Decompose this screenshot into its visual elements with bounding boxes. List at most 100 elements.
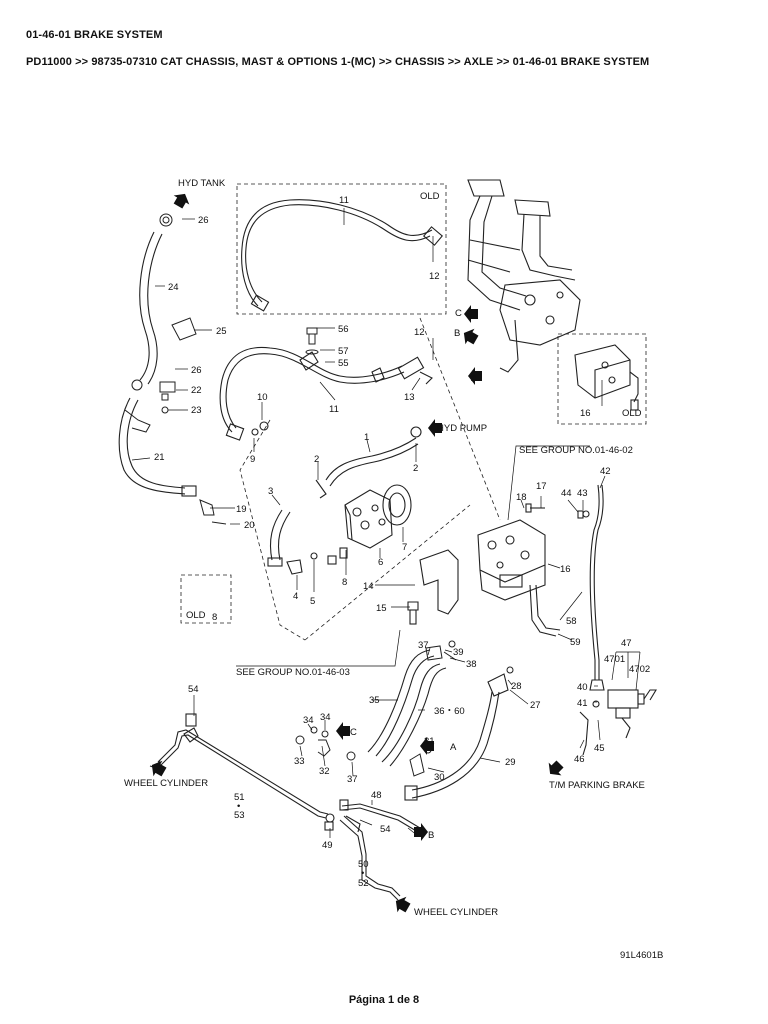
- dashed-group-boxes: [180, 183, 647, 641]
- part-number-p23: 23: [191, 405, 202, 416]
- hose-3: [267, 509, 303, 575]
- part-number-p35: 35: [369, 695, 380, 706]
- part-number-p20: 20: [244, 520, 255, 531]
- bracket-14: [407, 549, 459, 625]
- old-brake-pipe-11: [241, 199, 443, 312]
- part-number-p11a: 11: [339, 195, 349, 206]
- part-number-p8b: 8: [212, 612, 217, 623]
- part-number-p41: 41: [577, 698, 588, 709]
- label-port-b-2: B: [428, 830, 434, 841]
- part-number-p47: 47: [621, 638, 632, 649]
- hose-29: [404, 673, 509, 801]
- svg-text:•: •: [361, 868, 364, 879]
- part-number-p21: 21: [154, 452, 165, 463]
- brake-valve-6-7: [310, 484, 412, 565]
- part-number-p12a: 12: [429, 271, 440, 282]
- part-number-p37a: 37: [418, 640, 429, 651]
- part-number-p26a: 26: [198, 215, 209, 226]
- brake-pedal-assembly: [467, 179, 581, 373]
- flow-arrows: [147, 189, 567, 916]
- part-number-p2a: 2: [314, 454, 319, 465]
- brake-pipe-51-53: [149, 713, 329, 819]
- part-number-p48: 48: [371, 790, 382, 801]
- drawing-code: 91L4601B: [620, 950, 663, 961]
- part-number-p46: 46: [574, 754, 585, 765]
- part-number-p45: 45: [594, 743, 605, 754]
- part-number-p28: 28: [511, 681, 522, 692]
- fittings-center: [295, 640, 514, 777]
- brake-pipe-11: [219, 346, 433, 441]
- label-wheel-cylinder-2: WHEEL CYLINDER: [414, 907, 498, 918]
- fittings-left: [124, 213, 227, 525]
- part-number-p59: 59: [570, 637, 581, 648]
- part-number-p16a: 16: [560, 564, 571, 575]
- part-number-p2b: 2: [413, 463, 418, 474]
- part-number-p15: 15: [376, 603, 387, 614]
- part-number-p38: 38: [466, 659, 477, 670]
- part-number-p13: 13: [404, 392, 415, 403]
- part-number-p55: 55: [338, 358, 349, 369]
- label-port-c-1: C: [455, 308, 462, 319]
- label-old-b: OLD: [622, 408, 642, 419]
- part-number-p12b: 12: [414, 327, 425, 338]
- part-number-p49: 49: [322, 840, 333, 851]
- part-number-p4702: 4702: [629, 664, 650, 675]
- part-number-p56: 56: [338, 324, 349, 335]
- part-number-p3: 3: [268, 486, 273, 497]
- arrow-c-pedal: [464, 305, 478, 323]
- pipe-42: [577, 484, 605, 708]
- parking-brake-switch-47: [579, 689, 657, 756]
- part-number-p53: 53: [234, 810, 245, 821]
- part-number-p51: 51: [234, 792, 245, 803]
- old-valve-block-16: [574, 344, 639, 411]
- part-number-p27: 27: [530, 700, 541, 711]
- part-number-p5: 5: [310, 596, 315, 607]
- label-port-a-1: A: [471, 373, 478, 384]
- leader-lines: [131, 208, 641, 838]
- part-number-p57: 57: [338, 346, 349, 357]
- part-number-p34b: 34: [320, 712, 331, 723]
- part-number-p16b: 16: [580, 408, 591, 419]
- hose-24: [139, 231, 163, 385]
- part-number-p4701: 4701: [604, 654, 625, 665]
- part-number-p34a: 34: [303, 715, 314, 726]
- hose-35: [367, 649, 435, 757]
- part-number-p26b: 26: [191, 365, 202, 376]
- part-number-p58: 58: [566, 616, 577, 627]
- part-number-p11b: 11: [329, 404, 339, 415]
- label-wheel-cylinder-1: WHEEL CYLINDER: [124, 778, 208, 789]
- arrow-tm-parking: [543, 757, 567, 781]
- part-number-p33: 33: [294, 756, 305, 767]
- part-number-p1: 1: [364, 432, 369, 443]
- bolt-56: [305, 327, 319, 355]
- part-number-p9: 9: [250, 454, 255, 465]
- part-number-p44: 44: [561, 488, 572, 499]
- label-old-c: OLD: [186, 610, 206, 621]
- brake-valve-16: [477, 503, 561, 637]
- part-number-p18: 18: [516, 492, 527, 503]
- part-number-p37b: 37: [347, 774, 358, 785]
- part-number-p6: 6: [378, 557, 383, 568]
- part-number-p7: 7: [402, 542, 407, 553]
- part-number-p40: 40: [577, 682, 588, 693]
- label-port-b-1: B: [454, 328, 460, 339]
- brake-pipe-48: [339, 799, 421, 833]
- part-number-p30: 30: [434, 772, 445, 783]
- part-number-p4: 4: [293, 591, 298, 602]
- label-port-a-2: A: [450, 742, 457, 753]
- label-port-c-2: C: [350, 727, 357, 738]
- part-number-p54b: 54: [380, 824, 391, 835]
- hose-36: [381, 663, 447, 767]
- part-number-p24: 24: [168, 282, 179, 293]
- label-old-a: OLD: [420, 191, 440, 202]
- part-number-p10: 10: [257, 392, 268, 403]
- hose-1: [315, 426, 422, 499]
- label-hyd-pump: HYD PUMP: [437, 423, 487, 434]
- brake-pipe-50-52: [324, 813, 401, 901]
- breadcrumb: PD11000 >> 98735-07310 CAT CHASSIS, MAST…: [26, 56, 650, 68]
- label-tm-parking-brake: T/M PARKING BRAKE: [549, 780, 645, 791]
- part-number-p8a: 8: [342, 577, 347, 588]
- part-number-p36: 36・60: [434, 706, 465, 717]
- part-number-p22: 22: [191, 385, 202, 396]
